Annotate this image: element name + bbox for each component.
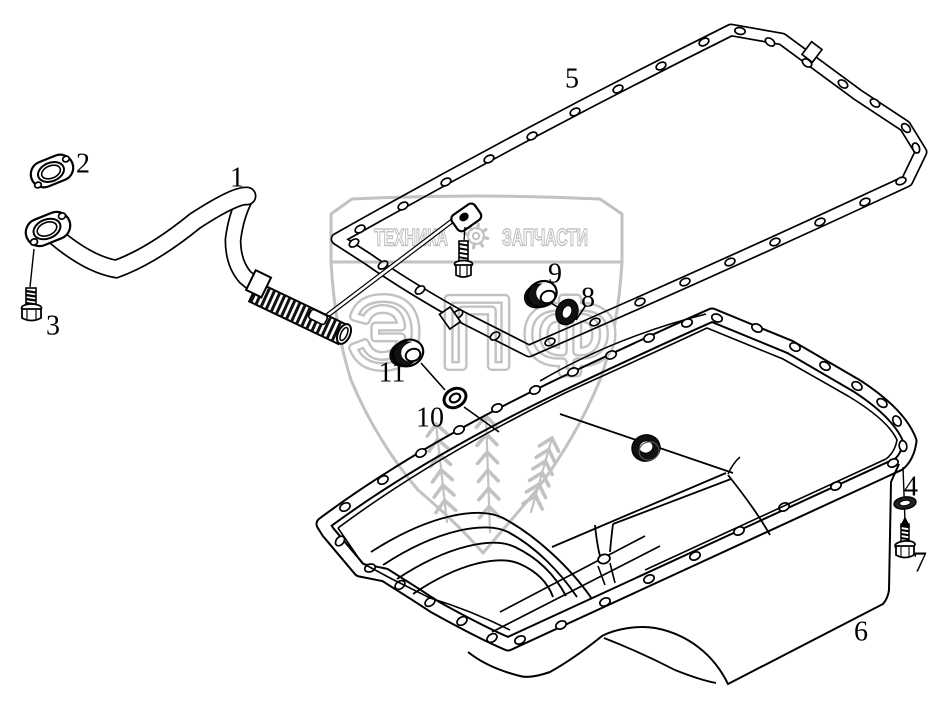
svg-text:Э: Э	[350, 278, 419, 387]
svg-text:3: 3	[46, 310, 60, 341]
svg-text:6: 6	[854, 616, 868, 647]
svg-text:ТЕХНИКА: ТЕХНИКА	[374, 225, 448, 252]
svg-text:4: 4	[904, 471, 918, 502]
svg-text:ЗАПЧАСТИ: ЗАПЧАСТИ	[502, 225, 588, 252]
svg-text:8: 8	[581, 282, 595, 313]
svg-text:П: П	[442, 278, 512, 387]
svg-text:П: П	[442, 278, 512, 387]
svg-text:7: 7	[913, 547, 927, 578]
svg-text:11: 11	[379, 357, 406, 388]
svg-text:9: 9	[548, 258, 562, 289]
svg-text:5: 5	[565, 63, 579, 94]
svg-text:1: 1	[230, 162, 244, 193]
svg-text:2: 2	[76, 148, 90, 179]
svg-text:10: 10	[416, 402, 444, 433]
